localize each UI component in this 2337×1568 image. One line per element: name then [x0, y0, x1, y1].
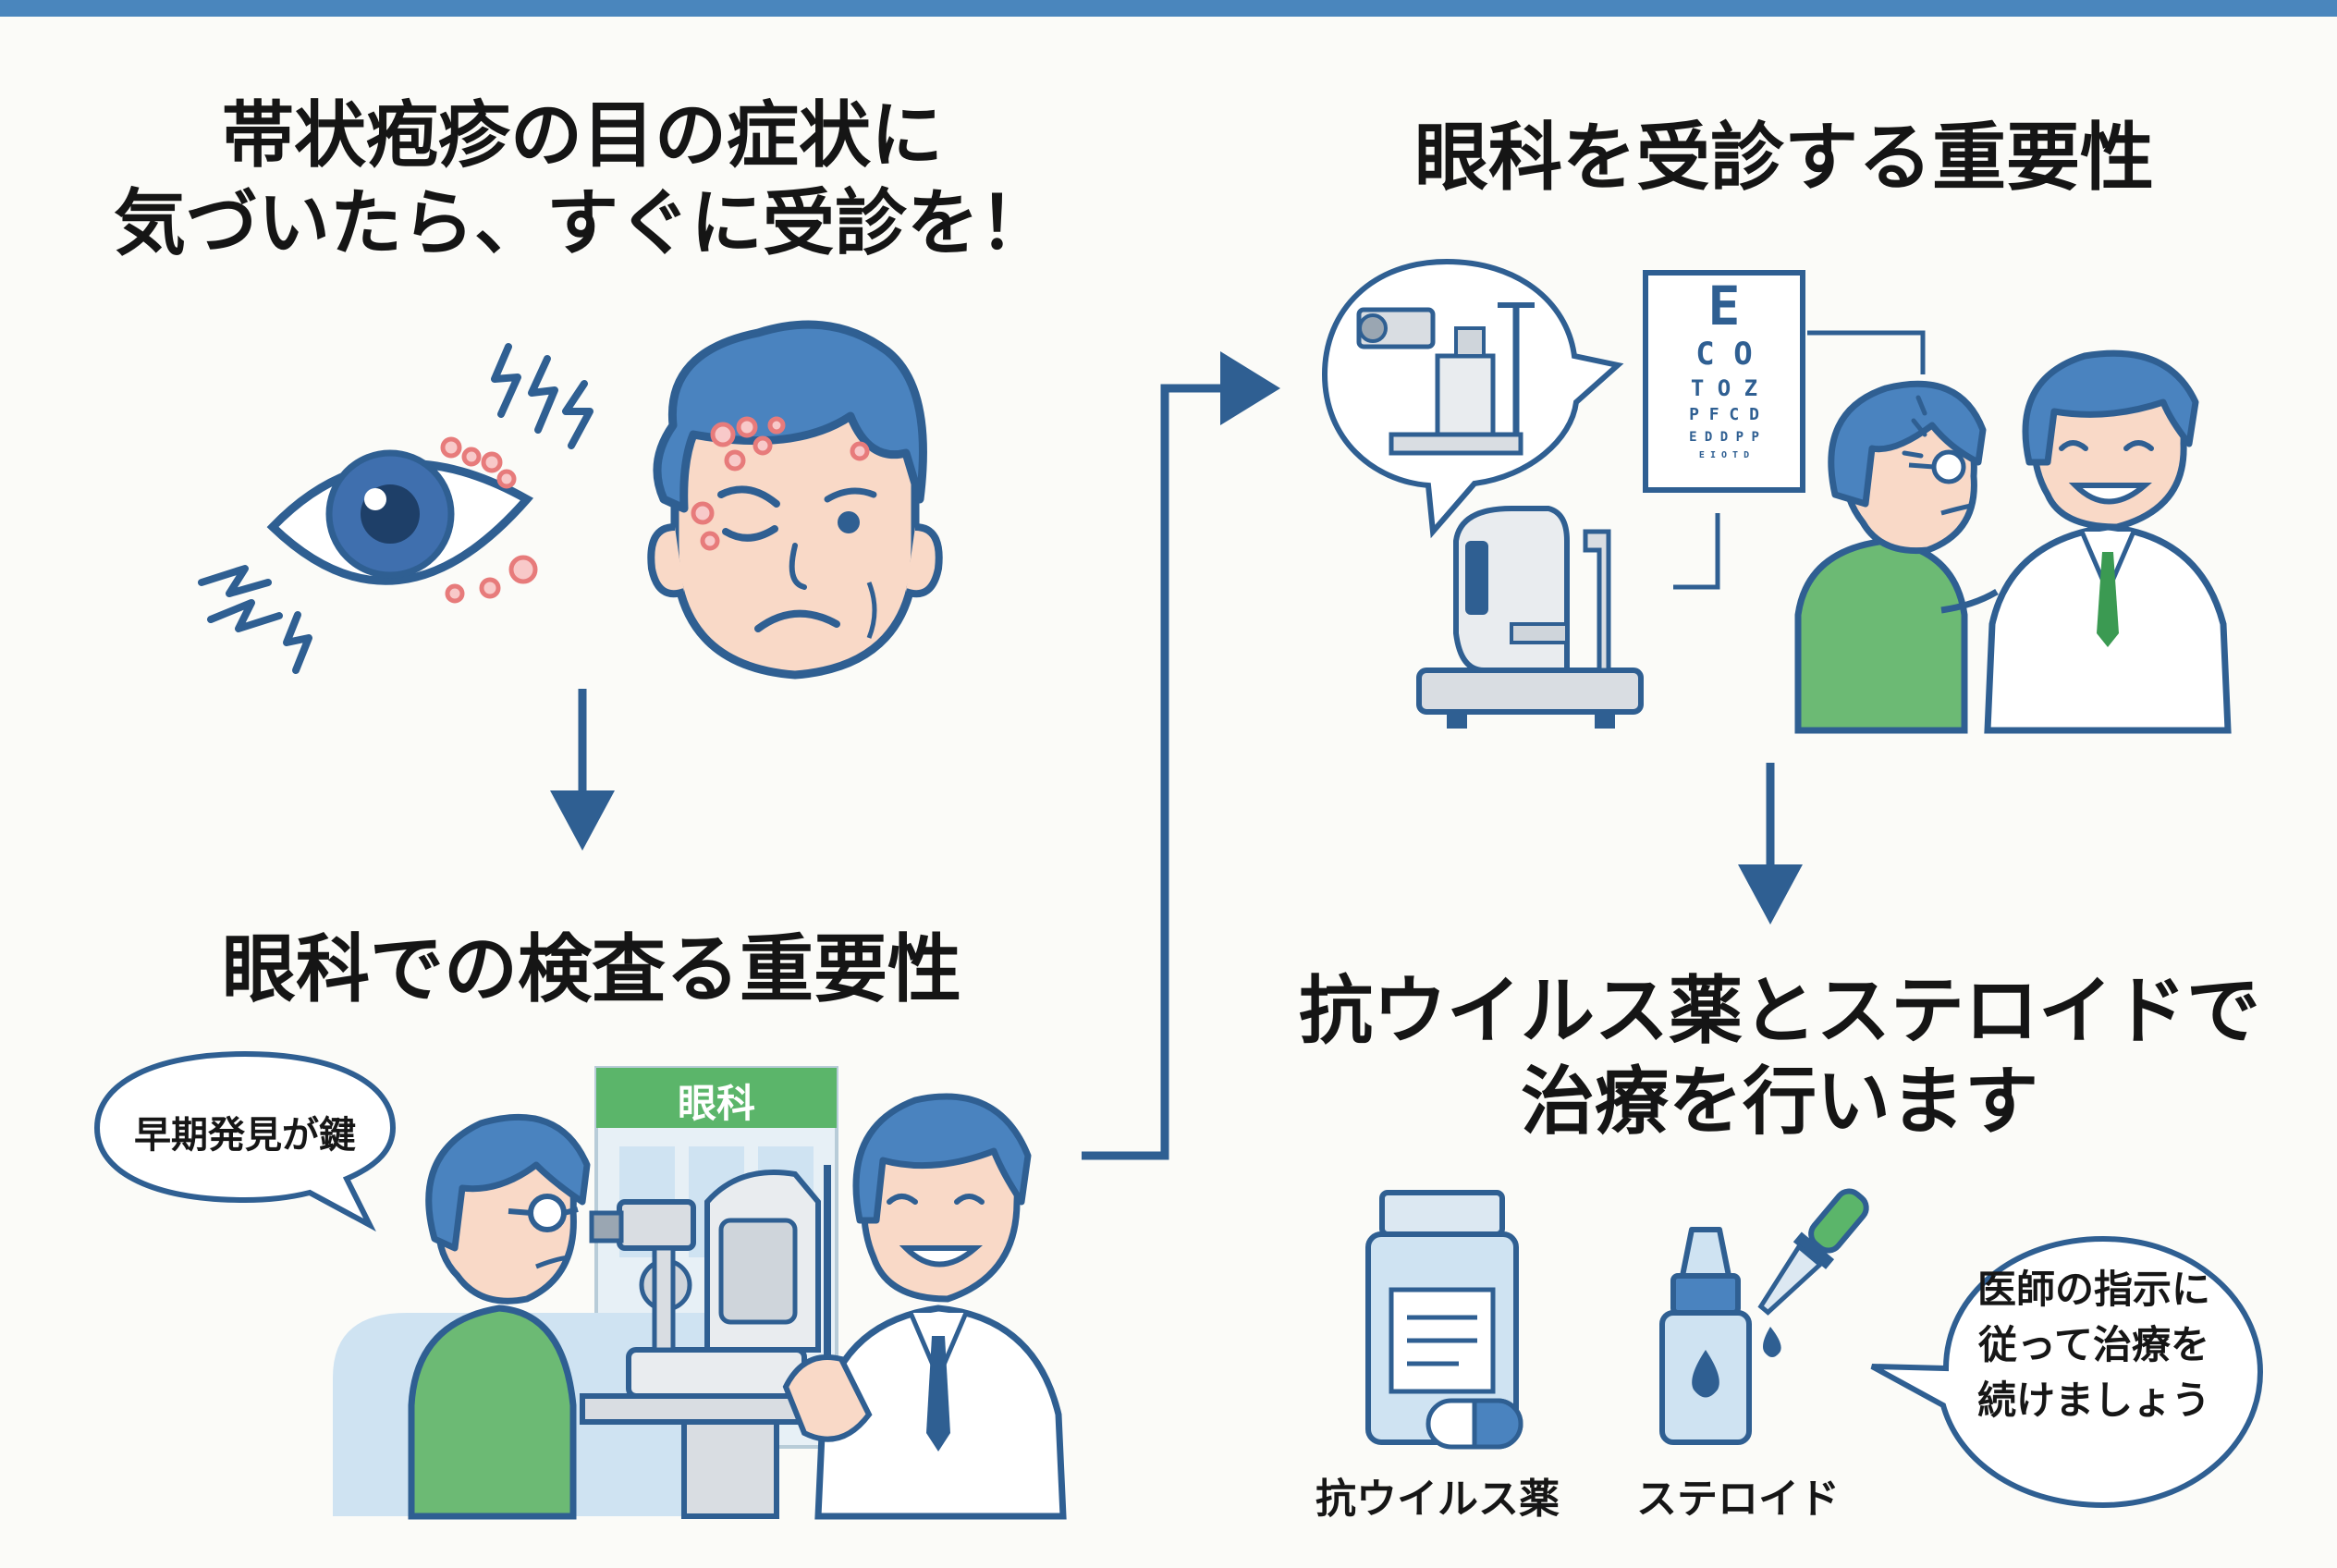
- doctor-icon: [782, 1093, 1067, 1520]
- autorefractor-icon: [1416, 506, 1644, 729]
- eye-chart-row: T O Z: [1690, 375, 1758, 401]
- speech-bubble-text: 医師の指示に 従って治療を 続けましょう: [1951, 1262, 2237, 1428]
- sick-face-icon: [647, 320, 943, 680]
- capsule-icon: [1425, 1398, 1523, 1450]
- connector-arrow-icon: [1082, 351, 1280, 1160]
- antiviral-label: 抗ウイルス薬: [1315, 1476, 1560, 1523]
- eye-chart-row: P F C D: [1689, 405, 1759, 424]
- clinic-sign: 眼科: [677, 1081, 755, 1126]
- section4-title: 抗ウイルス薬とステロイドで 治療を行います: [1266, 966, 2293, 1146]
- eye-chart-row: E I O T D: [1698, 450, 1750, 460]
- eye-chart-row: E D D P P: [1689, 430, 1759, 445]
- dropper-icon: [1757, 1188, 1869, 1357]
- medicine-bottle-icon: [1365, 1190, 1519, 1445]
- eye-chart-row: C O: [1695, 336, 1753, 373]
- patient-icon: [408, 1114, 591, 1520]
- bubble-line: 続けましょう: [1976, 1378, 2210, 1423]
- eye-drop-bottle-icon: [1659, 1227, 1752, 1445]
- section3-title: 眼科を受診する重要性: [1414, 115, 2154, 201]
- section4-title-line1: 抗ウイルス薬とステロイドで: [1299, 968, 2260, 1054]
- patient-icon: [1794, 380, 1987, 734]
- section1-title: 帯状疱疹の目の症状に 気づいたら、すぐに受診を！: [83, 92, 1082, 268]
- bubble-line: 従って治療を: [1978, 1322, 2209, 1367]
- section1-title-line1: 帯状疱疹の目の症状に: [221, 94, 943, 178]
- arrow-down-icon: [1738, 763, 1803, 925]
- eye-chart-row: E: [1707, 275, 1741, 337]
- arrow-down-icon: [550, 689, 615, 851]
- speech-bubble-text: 早期発見が鍵: [134, 1114, 356, 1157]
- slit-lamp-icon: [1321, 258, 1624, 539]
- eye-chart-icon: [1643, 270, 1805, 493]
- slit-lamp-icon: [580, 1165, 881, 1519]
- eye-icon: [266, 436, 538, 604]
- section1-title-line2: 気づいたら、すぐに受診を！: [113, 182, 1051, 266]
- steroid-label: ステロイド: [1636, 1476, 1840, 1523]
- section4-title-line2: 治療を行います: [1521, 1058, 2038, 1145]
- eye-chart-rows: E C O T O Z P F C D E D D P P E I O T D: [1646, 277, 1803, 464]
- top-accent-bar: [0, 0, 2337, 17]
- connector-lines: [1673, 330, 1926, 590]
- speech-bubble: [93, 1050, 397, 1232]
- section2-title: 眼科での検査る重要性: [222, 926, 961, 1012]
- doctor-icon: [1902, 349, 2232, 734]
- bubble-line: 医師の指示に: [1976, 1267, 2210, 1312]
- speech-bubble: [1870, 1235, 2264, 1509]
- pain-bolt-icon: [491, 343, 593, 449]
- pain-bolt-icon: [198, 565, 312, 674]
